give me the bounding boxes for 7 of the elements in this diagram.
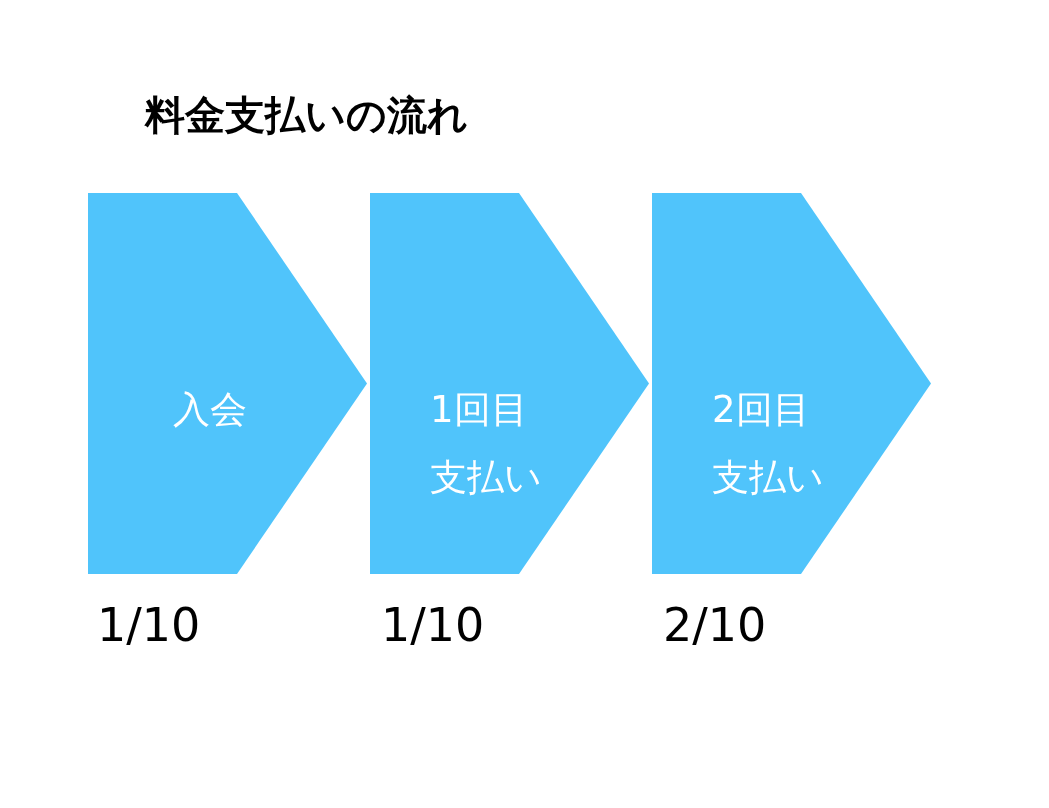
step-label: 2回目支払い [712,386,825,501]
diagram-title: 料金支払いの流れ [145,91,468,140]
step-label: 1回目支払い [430,386,543,501]
date-label: 1/10 [381,598,485,652]
step-label: 入会 [173,386,248,433]
date-label: 2/10 [663,598,767,652]
date-label: 1/10 [97,598,201,652]
